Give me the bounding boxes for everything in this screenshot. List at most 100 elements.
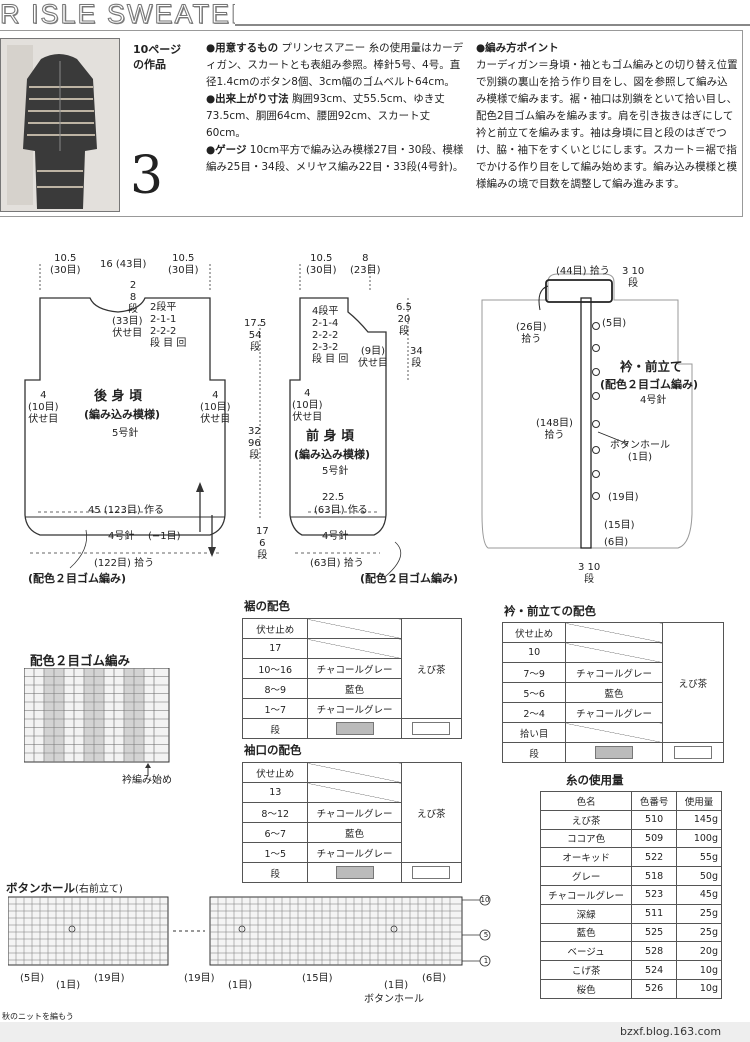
rib-chart-title: 配色２目ゴム編み (30, 653, 131, 668)
collar-diagram (481, 273, 693, 549)
back-rib-needle: 4号針 (108, 531, 135, 542)
yarn-title: 糸の使用量 (566, 773, 624, 787)
front-title: 前 身 頃 (306, 429, 355, 444)
points-label: ●編み方ポイント (476, 42, 559, 54)
bh-s19b: (19目) (184, 973, 215, 984)
bh-label: ボタンホール (364, 994, 424, 1005)
collar-buttonhole: ボタンホール (1目) (610, 440, 670, 463)
title-rule (235, 24, 750, 26)
back-dec: (−1目) (148, 531, 181, 542)
rib-chart-note: 衿編み始め (122, 775, 172, 786)
info-right: ●編み方ポイント カーディガン＝身頃・袖ともゴム編みとの切り替え位置で別鎖の裏山… (476, 40, 738, 193)
bh-s5: (5目) (20, 973, 45, 984)
footer-left: 秋のニットを編もう (2, 1012, 74, 1021)
footer-bar (0, 1022, 750, 1042)
back-needle: 5号針 (112, 428, 139, 439)
bh-row-1: 1 (483, 957, 489, 965)
bh-s6: (6目) (422, 973, 447, 984)
size-label: ●出来上がり寸法 (206, 93, 289, 105)
page-reference: 10ページ の作品 (133, 43, 182, 71)
back-cast-on: 45 (123目) 作る (88, 505, 164, 516)
magazine-title: R ISLE SWEATER (0, 0, 235, 29)
rib-chart-grid (24, 668, 170, 776)
front-h-neck2: 34 段 (410, 346, 423, 369)
back-title: 後 身 頃 (94, 389, 143, 404)
bh-s1a: (1目) (56, 980, 81, 991)
back-top-left: 10.5(30目) (50, 253, 81, 276)
back-top-right: 10.5(30目) (168, 253, 199, 276)
hem-color-title: 裾の配色 (244, 599, 290, 613)
bh-row-5: 5 (483, 931, 489, 939)
front-side: 4 (10目) 伏せ目 (292, 388, 323, 423)
info-frame (0, 30, 743, 217)
materials-text: プリンセスアニー 糸の使用量はカーディガン、スカートとも表組み参照。棒針5号、4… (206, 42, 464, 88)
collar-nineteen: (19目) (608, 492, 639, 503)
front-width: 22.5 (322, 492, 345, 503)
front-rib-needle: 4号針 (322, 531, 349, 542)
front-top-left: 10.5(30目) (306, 253, 337, 276)
buttonhole-title: ボタンホール(右前立て) (6, 881, 123, 895)
front-pickup: (63目) 拾う (310, 558, 364, 569)
front-neck-dec: 4段平 2-1-4 2-2-2 2-3-2 段 目 回 (312, 306, 349, 365)
collar-fifteen: (15目) (604, 520, 635, 531)
collar-rows: 3 10 段 (622, 266, 645, 289)
collar-color-title: 衿・前立ての配色 (504, 604, 596, 618)
collar-neck-pick: (26目) 拾う (516, 322, 547, 345)
collar-needle: 4号針 (640, 395, 667, 406)
front-h-rib: 17 6 段 (256, 526, 269, 561)
back-side-left: 4 (10目) 伏せ目 (28, 390, 59, 425)
back-side-right: 4 (10目) 伏せ目 (200, 390, 231, 425)
front-cast-on: (63目) 作る (314, 505, 368, 516)
back-pickup: (122目) 拾う (94, 558, 155, 569)
model-photo (0, 38, 120, 212)
front-h-mid: 32 96 段 (248, 426, 261, 461)
bh-s19a: (19目) (94, 973, 125, 984)
bh-row-10: 10 (480, 896, 490, 904)
back-body-diagram (24, 264, 226, 569)
size-text: 胸囲93cm、丈55.5cm、ゆき丈73.5cm、胴囲64cm、腰囲92cm、ス… (206, 93, 445, 139)
back-top-mid: 16 (43目) (100, 259, 147, 270)
front-subtitle: (編み込み模様) (294, 448, 371, 461)
collar-front-pick: (148目) 拾う (536, 418, 573, 441)
bh-s15: (15目) (302, 973, 333, 984)
back-rib-label: (配色２目ゴム編み) (28, 572, 127, 585)
back-subtitle: (編み込み模様) (84, 408, 161, 421)
back-neck-st: (33目) 伏せ目 (112, 316, 143, 339)
front-h-total: 17.5 54 段 (244, 318, 267, 353)
bh-s1b: (1目) (228, 980, 253, 991)
collar-six: (6目) (604, 537, 629, 548)
front-top-right: 8(23目) (350, 253, 381, 276)
cuff-color-title: 袖口の配色 (244, 743, 302, 757)
bh-s1c: (1目) (384, 980, 409, 991)
gauge-label: ●ゲージ (206, 144, 247, 156)
front-h-neck: 6.5 20 段 (396, 302, 412, 337)
front-body-diagram (259, 264, 409, 577)
front-neck-st: (9目) 伏せ目 (358, 346, 388, 369)
collar-five: (5目) (602, 318, 627, 329)
collar-bottom-rows: 3 10 段 (578, 562, 601, 585)
footer-watermark: bzxf.blog.163.com (620, 1025, 722, 1038)
points-text: カーディガン＝身頃・袖ともゴム編みとの切り替え位置で別鎖の裏山を拾う作り目をし、… (476, 59, 738, 190)
gauge-text: 10cm平方で編み込み模様27目・30段、模様編み25目・34段、メリヤス編み2… (206, 144, 464, 173)
back-neck-rows: 2 8 段 (128, 280, 138, 315)
front-needle: 5号針 (322, 466, 349, 477)
collar-top: (44目) 拾う (556, 266, 610, 277)
back-neck-dec: 2段平 2-1-1 2-2-2 段 目 回 (150, 302, 187, 349)
info-left: ●用意するもの プリンセスアニー 糸の使用量はカーディガン、スカートとも表組み参… (206, 40, 468, 176)
buttonhole-chart (8, 895, 491, 967)
collar-title: 衿・前立て (620, 359, 683, 374)
